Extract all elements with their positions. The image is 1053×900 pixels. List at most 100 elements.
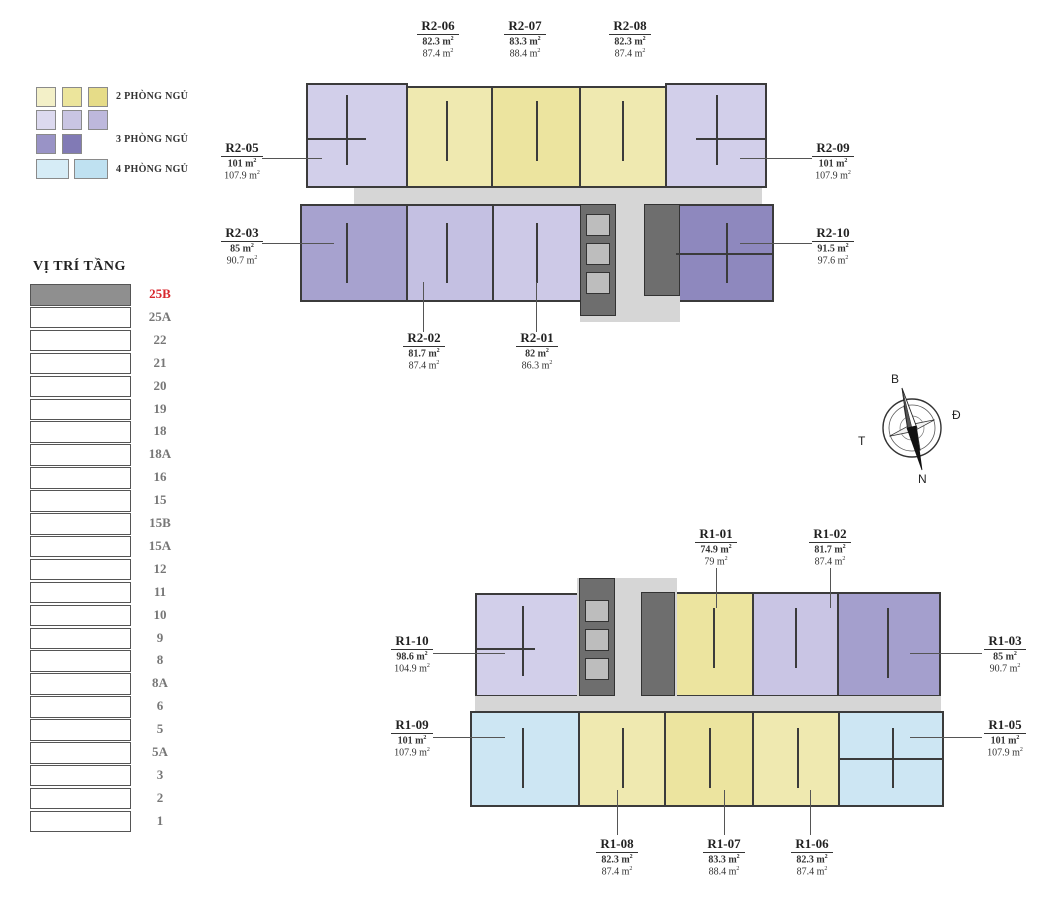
floor-label[interactable]: 21 <box>153 354 167 370</box>
floor-label[interactable]: 15B <box>149 515 171 530</box>
unit-code: R1-01 <box>695 527 737 543</box>
leader-line-r1-10 <box>433 653 505 654</box>
unit-net-area: 82.3 m2 <box>614 35 646 48</box>
leader-line-r1-08 <box>617 790 618 835</box>
floor-label[interactable]: 8A <box>152 675 168 691</box>
floor-label[interactable]: 12 <box>153 560 167 576</box>
floor-label[interactable]: 5 <box>156 721 164 737</box>
floor-selector-box[interactable] <box>30 742 131 764</box>
floor-label[interactable]: 11 <box>153 583 167 599</box>
floor-plan-r2 <box>296 83 780 323</box>
floor-label[interactable]: 18 <box>153 423 167 439</box>
floor-label[interactable]: 15A <box>148 537 172 553</box>
unit-gross-area: 90.7 m2 <box>226 254 258 266</box>
wall <box>522 606 524 676</box>
floor-selector-box[interactable] <box>30 810 131 833</box>
floor-label[interactable]: 25A <box>148 308 172 324</box>
floor-label[interactable]: 6 <box>156 698 164 714</box>
floor-label[interactable]: 2 <box>156 789 164 805</box>
floor-selector-box[interactable] <box>30 696 131 718</box>
floor-label[interactable]: 5A <box>152 744 168 759</box>
floor-label[interactable]: 16 <box>153 469 167 485</box>
floor-selector-box[interactable] <box>30 787 131 810</box>
floor-selector-box[interactable] <box>30 375 131 398</box>
floor-selector-box[interactable] <box>30 535 131 558</box>
unit-block-r2-02[interactable] <box>406 204 494 302</box>
floor-selector-box[interactable] <box>30 650 131 672</box>
floor-label[interactable]: 3 <box>156 766 164 782</box>
floor-label[interactable]: 1 <box>156 812 164 828</box>
unit-block-r2-06[interactable] <box>406 86 493 188</box>
floor-selector-box[interactable] <box>30 329 131 352</box>
unit-block-r1-06[interactable] <box>752 711 840 807</box>
unit-block-r1-07[interactable] <box>664 711 754 807</box>
unit-code: R1-05 <box>984 718 1026 734</box>
floor-label[interactable]: 19 <box>153 400 167 416</box>
floor-selector-box[interactable] <box>30 627 131 649</box>
unit-gross-area: 97.6 m2 <box>817 254 849 266</box>
wall <box>887 608 889 678</box>
floor-selector-box[interactable] <box>30 673 131 695</box>
unit-block-r2-05[interactable] <box>306 83 408 188</box>
floor-label[interactable]: 20 <box>153 377 167 393</box>
floor-selector-box[interactable] <box>30 558 131 581</box>
floor-label[interactable]: 25B <box>149 286 171 301</box>
floor-selector-box[interactable] <box>30 421 131 443</box>
legend-label-two-bed: 2 PHÒNG NGỦ <box>116 91 189 102</box>
wall <box>446 223 448 283</box>
floor-label[interactable]: 22 <box>153 331 167 347</box>
floor-selector-box[interactable] <box>30 306 131 329</box>
floor-selector-box[interactable] <box>30 604 131 627</box>
floor-selector-box[interactable] <box>30 467 131 489</box>
unit-block-r1-03[interactable] <box>837 592 941 697</box>
floor-selector-box[interactable] <box>30 513 131 535</box>
floor-label[interactable]: 15 <box>153 492 167 508</box>
unit-net-area: 83.3 m2 <box>509 35 541 48</box>
unit-gross-area: 107.9 m2 <box>394 746 430 758</box>
compass: B Đ N T <box>856 370 976 490</box>
leader-line-r1-02 <box>830 568 831 608</box>
floor-label[interactable]: 10 <box>153 606 167 622</box>
unit-block-r2-03[interactable] <box>300 204 408 302</box>
floor-list-title: VỊ TRÍ TẦNG <box>33 259 126 274</box>
floor-selector-box[interactable] <box>30 490 131 512</box>
unit-block-r1-09[interactable] <box>470 711 580 807</box>
floor-selector-box[interactable] <box>30 352 131 375</box>
floor-selector-box[interactable] <box>30 398 131 420</box>
floor-selector-box[interactable] <box>30 764 131 787</box>
unit-net-area: 82.3 m2 <box>601 853 633 866</box>
unit-gross-area: 87.4 m2 <box>422 47 454 59</box>
unit-net-area: 101 m2 <box>818 157 848 170</box>
floor-label[interactable]: 8 <box>156 652 164 668</box>
wall <box>536 101 538 161</box>
floor-label[interactable]: 9 <box>156 629 164 645</box>
unit-gross-area: 107.9 m2 <box>224 169 260 181</box>
floor-selector-box[interactable] <box>30 719 131 741</box>
floor-selector-box[interactable] <box>30 581 131 604</box>
unit-block-r1-10[interactable] <box>475 593 580 697</box>
floor-selector-box[interactable] <box>30 284 131 306</box>
legend-swatch-three-bed-2 <box>62 110 82 130</box>
floor-selector-box[interactable] <box>30 444 131 466</box>
floor-label[interactable]: 18A <box>148 446 172 462</box>
wall <box>696 138 766 140</box>
legend-swatch-three-bed-5 <box>62 134 82 154</box>
